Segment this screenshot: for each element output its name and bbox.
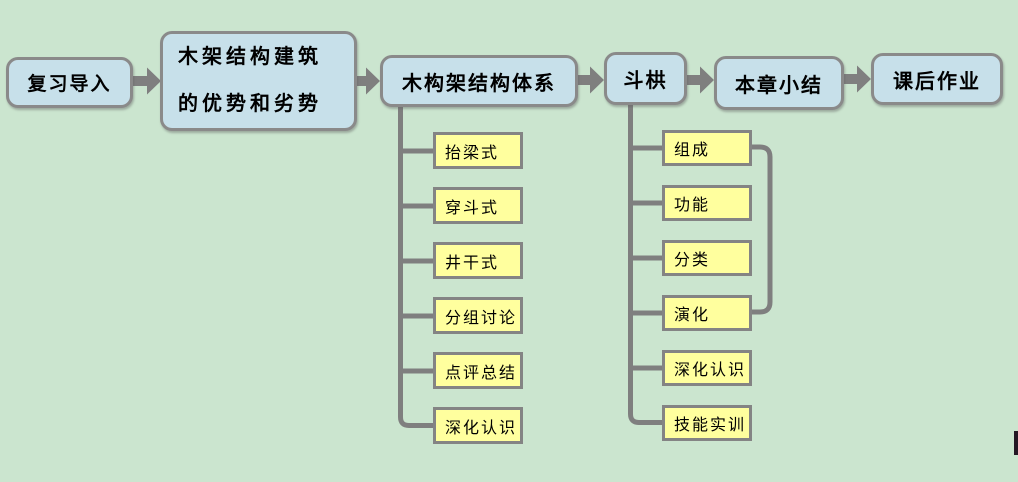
arrow-right-icon — [687, 66, 714, 94]
sub-node-label: 井干式 — [445, 254, 500, 272]
flow-node-homework: 课后作业 — [871, 53, 1003, 105]
sub-node-label: 演化 — [674, 307, 711, 324]
sub-node-evolution: 演化 — [662, 295, 752, 331]
sub-node-deepen-understanding-1: 深化认识 — [433, 407, 523, 444]
flow-node-label: 课后作业 — [893, 70, 981, 93]
sub-node-skill-training: 技能实训 — [662, 405, 752, 441]
sub-node-jinggan: 井干式 — [433, 242, 523, 279]
sub-node-label: 深化认识 — [674, 362, 747, 379]
flow-node-label: 木构架结构体系 — [402, 72, 556, 95]
sub-node-function: 功能 — [662, 185, 752, 221]
arrow-right-icon — [357, 67, 380, 95]
flow-node-chapter-summary: 本章小结 — [714, 56, 844, 110]
flow-node-label-line2: 的优势和劣势 — [178, 93, 322, 115]
sub-node-comment-summary: 点评总结 — [433, 352, 523, 389]
sub-node-composition: 组成 — [662, 130, 752, 166]
sub-node-label: 分类 — [674, 252, 711, 269]
sub-node-label: 组成 — [674, 142, 711, 159]
sub-node-label: 深化认识 — [445, 419, 518, 437]
sub-node-label: 点评总结 — [445, 364, 518, 382]
sub-node-label: 功能 — [674, 197, 711, 214]
arrow-right-icon — [844, 65, 871, 93]
edge-artifact-bar — [1014, 431, 1018, 455]
sub-node-group-discussion: 分组讨论 — [433, 297, 523, 334]
flow-node-timber-frame-system: 木构架结构体系 — [380, 55, 578, 107]
sub-node-chuandou: 穿斗式 — [433, 187, 523, 224]
sub-node-label: 技能实训 — [674, 417, 747, 434]
flow-node-label: 复习导入 — [27, 74, 112, 95]
sub-node-label: 抬梁式 — [445, 144, 500, 162]
sub-node-label: 分组讨论 — [445, 309, 518, 327]
flow-node-label-line1: 木架结构建筑 — [178, 46, 322, 68]
branch-trunk-line — [398, 106, 434, 428]
flow-node-review-intro: 复习导入 — [6, 57, 133, 108]
sub-node-tailiang: 抬梁式 — [433, 132, 523, 169]
branch-trunk-line — [628, 104, 663, 425]
flow-node-label: 本章小结 — [735, 74, 823, 97]
arrow-right-icon — [578, 66, 604, 94]
flow-node-advantages-disadvantages: 木架结构建筑 的优势和劣势 — [160, 31, 357, 131]
flow-node-dougong: 斗栱 — [604, 52, 687, 105]
arrow-right-icon — [133, 67, 161, 95]
sub-node-deepen-understanding-2: 深化认识 — [662, 350, 752, 386]
sub-node-label: 穿斗式 — [445, 199, 500, 217]
flow-node-label: 斗栱 — [623, 70, 668, 92]
sub-node-classification: 分类 — [662, 240, 752, 276]
bracket-link-line — [751, 144, 773, 315]
